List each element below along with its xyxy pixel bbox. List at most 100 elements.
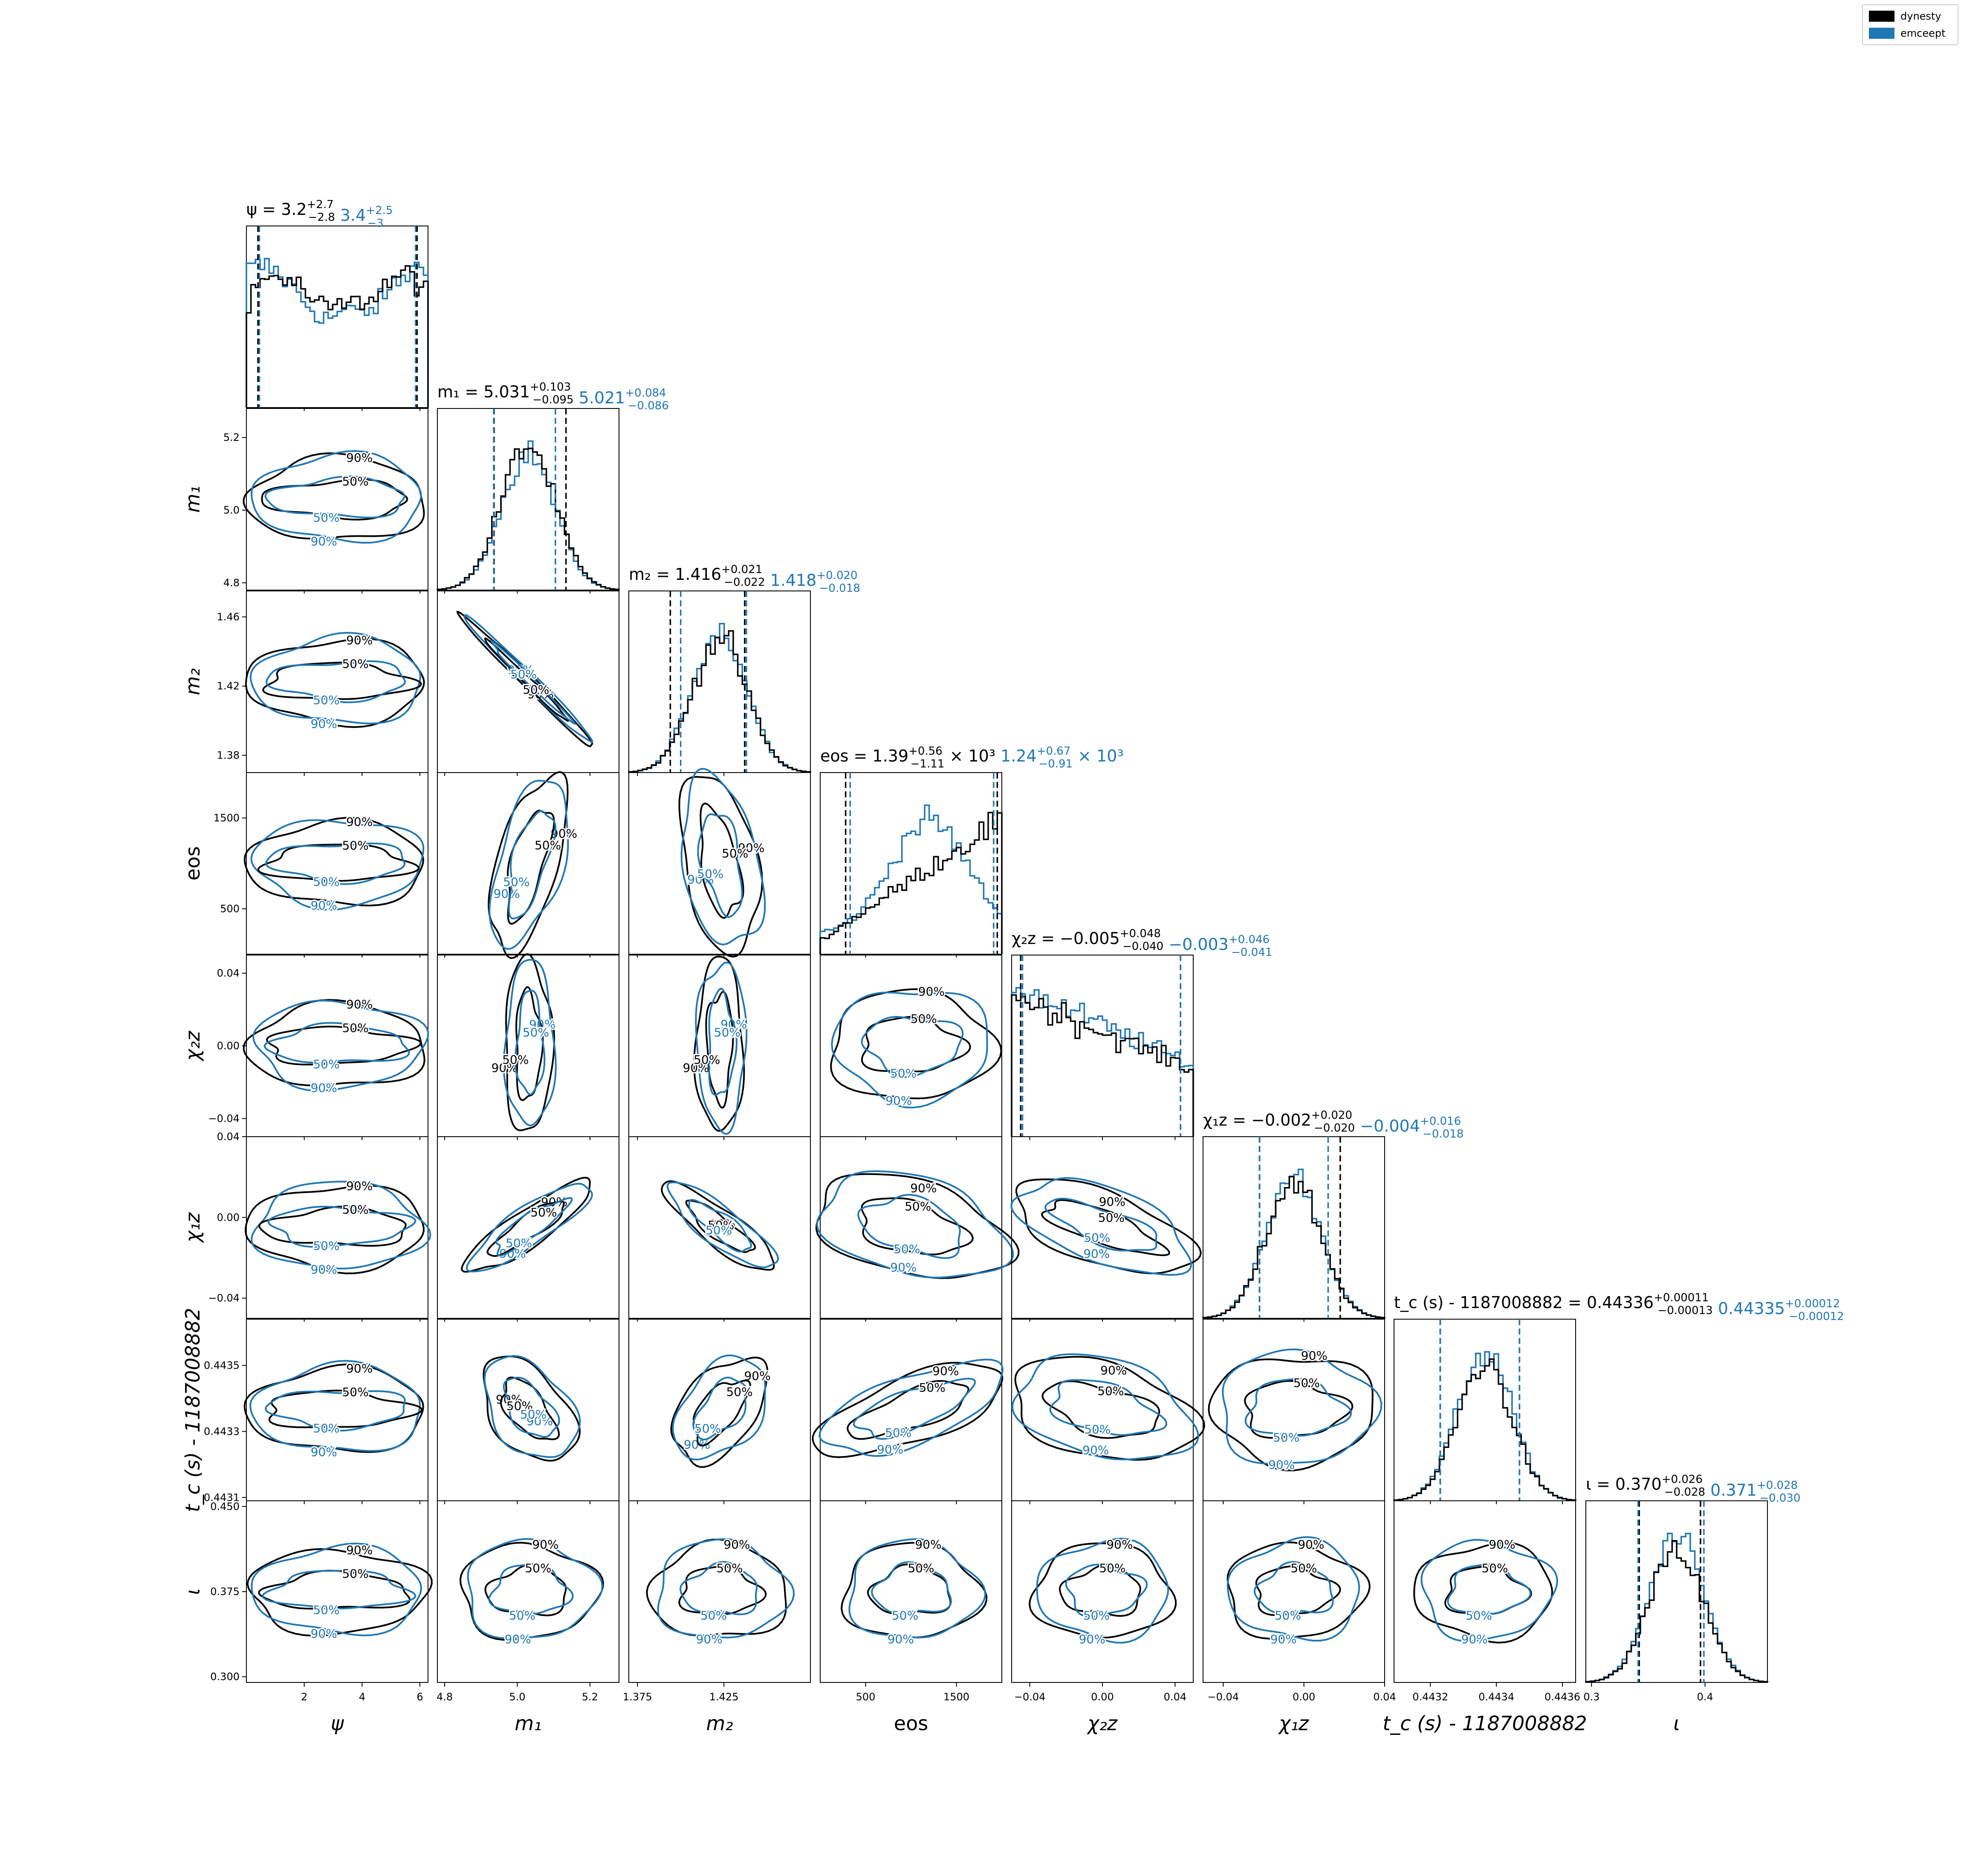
title-sup-dynesty: +0.00011 (1654, 1291, 1709, 1304)
title-value-emceept: 0.44335 (1713, 1299, 1785, 1318)
contour-label-emceept: 50% (313, 693, 339, 707)
contour-90-emceept (1222, 1348, 1383, 1465)
panel-title-m1: m₁ = 5.031+0.103−0.095 5.021+0.084−0.086 (437, 381, 669, 412)
contour-90-dynesty (456, 611, 593, 747)
title-sup-emceept: +0.00012 (1785, 1297, 1840, 1310)
panel-m1-m1: m₁ = 5.031+0.103−0.095 5.021+0.084−0.086 (437, 381, 669, 593)
legend-swatch-emceept (1869, 28, 1894, 39)
contour-label-dynesty: 90% (1301, 1349, 1328, 1363)
contour-50-emceept (514, 990, 546, 1096)
contour-label-emceept: 90% (311, 898, 337, 912)
contour-label-dynesty: 90% (346, 1361, 373, 1375)
contour-50-dynesty (262, 661, 422, 700)
hist-emceept (1011, 987, 1194, 1137)
contour-50-dynesty (692, 1379, 752, 1447)
contour-90-emceept (483, 1355, 581, 1458)
panel-title-chi1z: χ₁z = −0.002+0.020−0.020 −0.004+0.016−0.… (1203, 1109, 1464, 1141)
x-tick-label: 5.2 (582, 1691, 598, 1703)
contour-50-emceept (265, 660, 406, 704)
contour-label-emceept: 90% (1083, 1247, 1110, 1261)
panel-psi-m2: 90%90%50%50%1.461.421.38 (217, 591, 428, 776)
contour-90-dynesty (693, 955, 745, 1132)
contour-50-dynesty (700, 802, 744, 919)
contour-90-dynesty (646, 1538, 787, 1636)
contour-label-emceept: 50% (503, 875, 529, 889)
contour-label-emceept: 50% (890, 1066, 917, 1080)
contour-label-dynesty: 90% (346, 1179, 373, 1193)
x-tick-label: 2 (301, 1691, 307, 1703)
contour-label-emceept: 90% (720, 1017, 747, 1031)
hist-dynesty (1393, 1358, 1576, 1501)
panel-eos-chi2z: 90%90%50%50% (820, 955, 1002, 1140)
contour-label-dynesty: 50% (342, 474, 368, 488)
contour-label-dynesty: 90% (1298, 1537, 1324, 1552)
contour-90-emceept (250, 450, 422, 544)
contour-90-dynesty (243, 452, 425, 540)
contour-label-dynesty: 50% (1099, 1561, 1125, 1575)
contour-90-dynesty (243, 1363, 424, 1453)
panel-m1-chi1z: 90%90%50%50% (437, 1136, 619, 1322)
title-value-emceept: −0.003 (1163, 935, 1229, 954)
contour-90-emceept (250, 819, 425, 911)
contour-label-dynesty: 50% (342, 1021, 368, 1035)
contour-50-dynesty (486, 1200, 565, 1257)
contour-label-dynesty: 90% (1106, 1537, 1133, 1552)
panel-chi2z-chi1z: 90%90%50%50% (1010, 1136, 1202, 1322)
panel-title-chi2z: χ₂z = −0.005+0.048−0.040 −0.003+0.046−0.… (1012, 927, 1272, 959)
contour-label-emceept: 90% (311, 1262, 337, 1277)
contour-label-emceept: 50% (714, 1025, 740, 1039)
contour-label-dynesty: 50% (535, 838, 561, 852)
contour-label-emceept: 50% (892, 1608, 918, 1622)
y-tick-label: 0.450 (210, 1500, 240, 1512)
hist-dynesty (437, 447, 620, 591)
x-axis-label-tc: t_c (s) - 1187008882 (1383, 1712, 1587, 1735)
y-tick-label: −0.04 (208, 1292, 240, 1304)
contour-50-emceept (688, 1199, 752, 1253)
y-axis-label-chi2z: χ₂z (181, 1031, 204, 1062)
x-tick-label: 5.0 (509, 1691, 525, 1703)
contour-50-emceept (853, 1378, 976, 1440)
contour-label-emceept: 50% (313, 875, 339, 889)
contour-50-emceept (697, 813, 743, 918)
contour-label-emceept: 50% (1466, 1608, 1492, 1622)
contour-label-emceept: 90% (1082, 1443, 1109, 1457)
hist-dynesty (1011, 994, 1194, 1137)
title-sup-emceept: +0.028 (1757, 1479, 1798, 1492)
panel-frame (1011, 1136, 1194, 1319)
contour-50-dynesty (1244, 1380, 1354, 1439)
title-sup-emceept: +0.084 (625, 387, 666, 400)
panel-psi-chi2z: 90%90%50%50%0.040.00−0.04 (208, 955, 429, 1140)
x-axis-label-psi: ψ (331, 1712, 344, 1735)
contour-90-dynesty (1226, 1541, 1371, 1640)
title-value-emceept: 1.24 (995, 747, 1037, 765)
contour-50-dynesty (258, 1569, 411, 1610)
contour-label-dynesty: 90% (932, 1364, 959, 1378)
y-tick-label: 0.00 (217, 1211, 240, 1223)
contour-90-dynesty (245, 638, 425, 728)
title-sub-emceept: −0.030 (1759, 1492, 1800, 1505)
panel-frame (820, 1136, 1002, 1319)
contour-50-emceept (488, 1563, 574, 1615)
title-sub-emceept: −0.086 (628, 400, 669, 412)
contour-90-dynesty (815, 1173, 1020, 1279)
contour-label-dynesty: 50% (342, 838, 368, 852)
title-sup-emceept: +0.016 (1420, 1115, 1461, 1128)
contour-label-emceept: 90% (705, 1225, 731, 1239)
contour-50-emceept (1044, 1198, 1157, 1252)
contour-50-emceept (871, 1561, 952, 1615)
contour-label-emceept: 50% (1084, 1422, 1111, 1436)
contour-label-dynesty: 50% (908, 1561, 934, 1575)
contour-50-emceept (503, 1376, 560, 1438)
contour-90-emceept (680, 768, 766, 946)
panel-eos-chi1z: 90%90%50%50% (815, 1136, 1020, 1322)
contour-label-dynesty: 50% (905, 1199, 931, 1213)
panel-psi-chi1z: 90%90%50%50%0.040.00−0.04 (208, 1131, 431, 1322)
panel-frame (628, 772, 811, 955)
contour-label-dynesty: 90% (738, 841, 764, 855)
contour-label-dynesty: 90% (1100, 1363, 1127, 1377)
title-sub-emceept: −0.91 (1038, 758, 1073, 770)
title-value-dynesty: χ₁z = −0.002 (1203, 1111, 1311, 1129)
y-tick-label: 1500 (214, 812, 240, 824)
